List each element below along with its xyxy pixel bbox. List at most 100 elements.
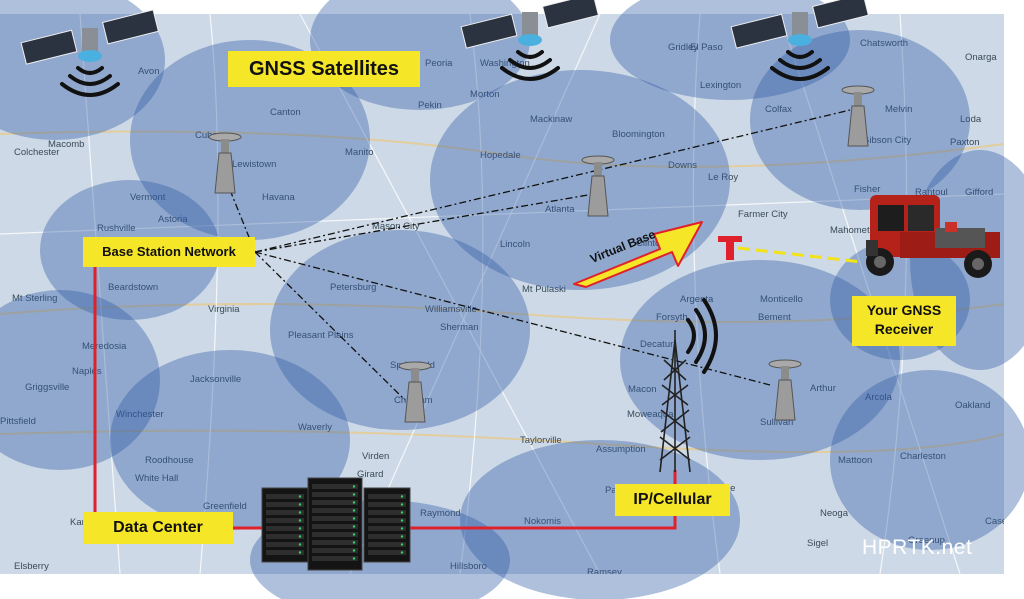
map-place-label: Atlanta: [545, 204, 575, 215]
map-place-label: Macomb: [48, 139, 85, 150]
map-place-label: Arthur: [810, 383, 836, 394]
map-place-label: Vermont: [130, 192, 166, 203]
map-place-label: Washington: [480, 58, 530, 69]
link-to-station-3: [254, 109, 851, 253]
map-place-label: Beardstown: [108, 282, 159, 293]
map-place-label: Hillsboro: [450, 561, 487, 572]
map-place-label: Loda: [960, 114, 982, 125]
map-place-label: Rantoul: [915, 187, 948, 198]
map-place-label: Mason City: [372, 221, 420, 232]
map-place-label: Manito: [345, 147, 374, 158]
map-place-label: Rushville: [97, 223, 136, 234]
link-to-station-5: [254, 251, 771, 386]
map-place-label: Chatsworth: [860, 38, 909, 49]
map-place-label: Mattoon: [838, 455, 873, 466]
map-place-label: Mt Sterling: [12, 293, 58, 304]
map-road: [349, 14, 601, 574]
coverage-zone: [460, 440, 740, 599]
map-place-label: Nokomis: [524, 516, 561, 527]
map-place-label: White Hall: [135, 473, 179, 484]
map-place-label: Assumption: [596, 444, 646, 455]
map-place-label: Oakland: [955, 400, 991, 411]
coverage-zone: [620, 260, 900, 460]
base-station-antenna-icon: [581, 155, 615, 217]
map-place-label: Sherman: [440, 322, 479, 333]
utility-vehicle-icon: [866, 195, 1000, 278]
map-place-label: Waverly: [298, 422, 332, 433]
map-place-label: Gibson City: [862, 135, 912, 146]
base-station-network-label: Base Station Network: [83, 237, 255, 267]
map-place-label: Le Roy: [708, 172, 739, 183]
map-place-label: Ramsey: [587, 567, 622, 574]
coverage-zone: [270, 230, 530, 430]
coverage-zone: [610, 0, 850, 100]
map-place-label: Taylorville: [520, 435, 562, 446]
map-place-label: Greenfield: [203, 501, 247, 512]
map-place-label: Williamsville: [425, 304, 477, 315]
map-place-label: Petersburg: [330, 282, 377, 293]
base-station-antenna-icon: [398, 361, 432, 423]
map-place-label: Decatur: [640, 339, 674, 350]
map-place-label: Sullivan: [760, 417, 794, 428]
satellite-icon: [730, 0, 870, 81]
map-place-label: Jacksonville: [190, 374, 242, 385]
map-place-label: Cuba: [195, 130, 218, 141]
server-rack-icon: [261, 477, 411, 571]
signal-waves-icon: [686, 298, 718, 374]
base-station-antenna-icon: [768, 359, 802, 421]
map-place-label: Gifford: [965, 187, 994, 198]
map-place-label: Pittsfield: [0, 416, 36, 427]
map-road: [0, 130, 1004, 168]
link-to-station-2: [254, 194, 589, 253]
map-place-label: Mahomet: [830, 225, 870, 236]
map-place-label: Melvin: [885, 104, 913, 115]
map-place-label: Virginia: [208, 304, 240, 315]
map-place-label: Roodhouse: [145, 455, 194, 466]
map-place-label: Raymond: [420, 508, 461, 519]
map-place-label: Forsyth: [656, 312, 688, 323]
map-place-label: Pleasant Plains: [288, 330, 354, 341]
map-place-label: Lincoln: [500, 239, 531, 250]
cell-tower-icon: [659, 298, 718, 473]
map-place-label: Naples: [72, 366, 102, 377]
map-place-label: Peoria: [425, 58, 453, 69]
map-place-label: Paxton: [950, 137, 980, 148]
map-place-label: Hopedale: [480, 150, 521, 161]
map-place-label: Meredosia: [82, 341, 127, 352]
map-place-label: Clinton: [636, 238, 666, 249]
receiver-label-line1: Your GNSS: [866, 302, 942, 318]
map-place-label: Elsberry: [14, 561, 49, 572]
map-place-label: Colchester: [14, 147, 60, 158]
coverage-zone: [110, 350, 350, 530]
satellite-icon: [20, 9, 160, 97]
map-place-label: Morton: [470, 89, 500, 100]
map-road: [459, 14, 484, 574]
link-to-station-4: [254, 251, 406, 401]
map-road: [79, 14, 121, 574]
map-place-label: Sigel: [807, 538, 829, 549]
base-station-links: [229, 109, 851, 401]
coverage-zone: [0, 290, 160, 470]
map-road: [779, 14, 961, 574]
base-station-antenna-icon: [841, 85, 875, 147]
coverage-zone: [130, 40, 370, 240]
receiver-label-line2: Receiver: [874, 321, 934, 337]
satellite-icon: [460, 0, 600, 81]
map-place-label: Monticello: [760, 294, 803, 305]
map-place-label: Girard: [357, 469, 384, 480]
map-place-label: Farmer City: [738, 209, 788, 220]
signal-waves-icon: [500, 50, 560, 81]
map-place-label: Onarga: [965, 52, 997, 63]
map-place-label: Charleston: [900, 451, 946, 462]
map-road: [299, 14, 601, 574]
map-place-label: Casey: [985, 516, 1004, 527]
map-place-label: Neoga: [820, 508, 848, 519]
signal-waves-icon: [770, 50, 830, 81]
map-place-label: Fisher: [854, 184, 881, 195]
map-road: [0, 429, 1004, 453]
gnss-satellites-label: GNSS Satellites: [228, 51, 420, 87]
arrow-icon: [573, 221, 703, 288]
map-place-label: Downs: [668, 160, 698, 171]
